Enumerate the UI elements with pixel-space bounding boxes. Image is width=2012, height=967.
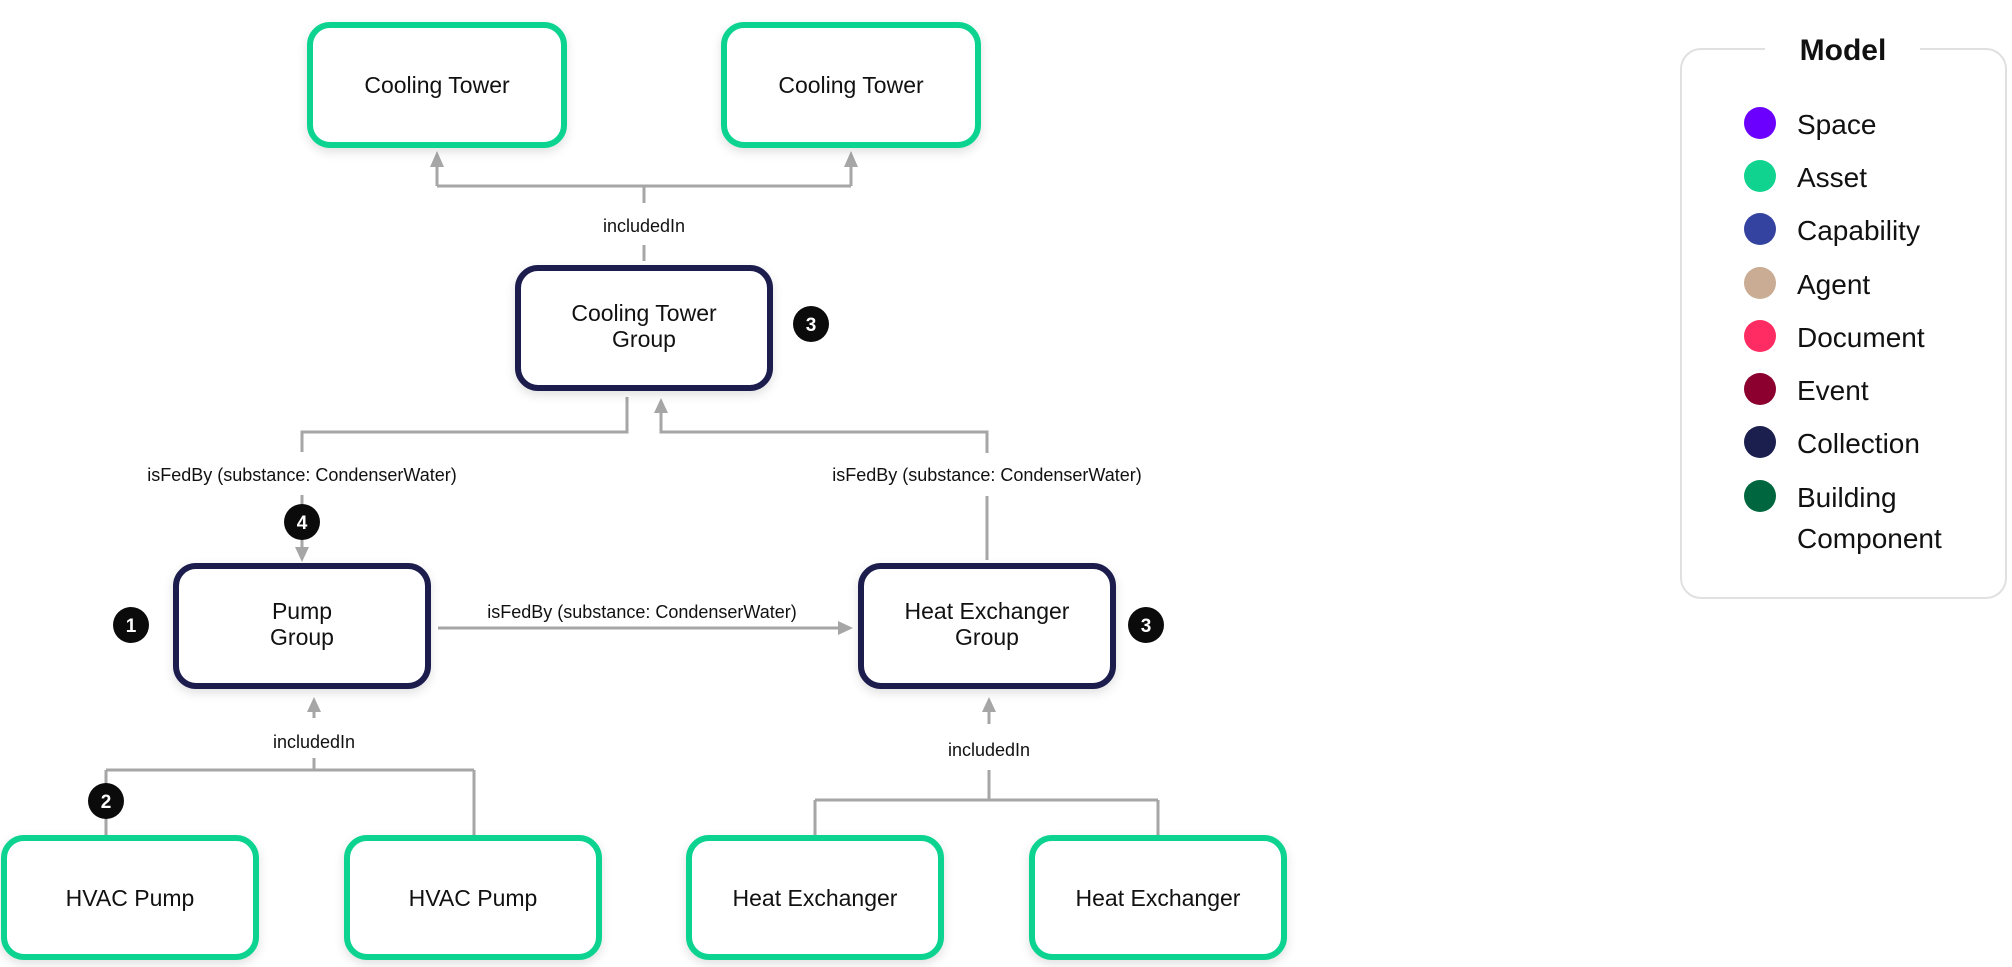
arrowhead-up-icon <box>430 151 444 167</box>
node-heat-exchanger-group[interactable]: Heat Exchanger Group <box>858 563 1116 689</box>
legend-title: Model <box>1800 34 1887 67</box>
arrowhead-up-icon <box>307 697 321 712</box>
legend-item-label: Space <box>1797 109 1876 140</box>
badge-cooling-tower-group: 3 <box>793 306 829 342</box>
legend-item-document: Document <box>1744 320 1925 353</box>
legend-item-capability: Capability <box>1744 213 1920 246</box>
node-hvac-pump-2[interactable]: HVAC Pump <box>344 835 602 960</box>
node-label-line2: Group <box>612 326 676 352</box>
capability-dot-icon <box>1744 213 1776 245</box>
building-component-dot-icon <box>1744 480 1776 512</box>
node-label-line1: Cooling Tower <box>571 300 717 326</box>
agent-dot-icon <box>1744 267 1776 299</box>
asset-box <box>721 22 981 148</box>
legend-item-label: Agent <box>1797 269 1870 300</box>
node-label-line1: Heat Exchanger <box>905 598 1070 624</box>
legend-item-agent: Agent <box>1744 267 1870 300</box>
arrowhead-up-icon <box>844 151 858 167</box>
node-label-line1: Pump <box>272 598 332 624</box>
edge-label-pumps-included-in: includedIn <box>273 732 355 752</box>
node-heat-exchanger-2[interactable]: Heat Exchanger <box>1029 835 1287 960</box>
node-label: Cooling Tower <box>364 72 510 98</box>
arrowhead-right-icon <box>838 621 853 635</box>
edge-labels: includedIn isFedBy (substance: Condenser… <box>147 216 1141 760</box>
legend-item-collection: Collection <box>1744 426 1920 459</box>
node-label-line2: Group <box>270 624 334 650</box>
collection-dot-icon <box>1744 426 1776 458</box>
legend-title-gap <box>1765 36 1920 62</box>
legend-item-label-line2: Component <box>1797 523 1942 554</box>
legend-item-asset: Asset <box>1744 160 1867 193</box>
badge-number: 2 <box>101 792 112 813</box>
legend-item-event: Event <box>1744 373 1869 406</box>
connectors <box>104 151 1160 835</box>
legend: Model Space Asset Capability Agent Docum… <box>1680 34 2007 599</box>
badge-heat-exchanger-group: 3 <box>1128 607 1164 643</box>
badge-isfedby-pump: 4 <box>284 504 320 540</box>
legend-item-label: Asset <box>1797 162 1867 193</box>
connector-pumps-included-in <box>104 704 476 835</box>
node-cooling-tower-1[interactable]: Cooling Tower <box>307 22 567 148</box>
node-label: Heat Exchanger <box>1076 885 1241 911</box>
legend-item-label: Capability <box>1797 215 1920 246</box>
connector-hx-included-in <box>813 712 1160 835</box>
asset-box <box>307 22 567 148</box>
space-dot-icon <box>1744 107 1776 139</box>
edge-label-pump-to-tower-group: isFedBy (substance: CondenserWater) <box>147 465 456 485</box>
edge-label-hx-to-tower-group: isFedBy (substance: CondenserWater) <box>832 465 1141 485</box>
node-label-line2: Group <box>955 624 1019 650</box>
node-label: HVAC Pump <box>66 885 195 911</box>
badge-pump-group: 1 <box>113 607 149 643</box>
edge-label-towers-included-in: includedIn <box>603 216 685 236</box>
legend-item-space: Space <box>1744 107 1876 140</box>
node-label: Cooling Tower <box>778 72 924 98</box>
badge-hvac-pump: 2 <box>88 783 124 819</box>
node-heat-exchanger-1[interactable]: Heat Exchanger <box>686 835 944 960</box>
asset-box <box>344 835 602 960</box>
node-cooling-tower-2[interactable]: Cooling Tower <box>721 22 981 148</box>
connector-hx-to-tower-group <box>659 412 989 560</box>
asset-box <box>1 835 259 960</box>
event-dot-icon <box>1744 373 1776 405</box>
badge-number: 1 <box>126 616 137 637</box>
arrowhead-down-icon <box>295 547 309 562</box>
node-pump-group[interactable]: Pump Group <box>173 563 431 689</box>
legend-item-label: Event <box>1797 375 1869 406</box>
badge-number: 4 <box>297 513 308 534</box>
node-label: Heat Exchanger <box>733 885 898 911</box>
edge-label-hx-included-in: includedIn <box>948 740 1030 760</box>
node-cooling-tower-group[interactable]: Cooling Tower Group <box>515 265 773 391</box>
node-hvac-pump-1[interactable]: HVAC Pump <box>1 835 259 960</box>
legend-item-label: Building <box>1797 482 1897 513</box>
asset-box <box>686 835 944 960</box>
legend-item-label: Collection <box>1797 428 1920 459</box>
asset-dot-icon <box>1744 160 1776 192</box>
legend-item-label: Document <box>1797 322 1925 353</box>
collection-box <box>515 265 773 391</box>
collection-box <box>173 563 431 689</box>
badge-number: 3 <box>1141 616 1152 637</box>
collection-box <box>858 563 1116 689</box>
badge-number: 3 <box>806 315 817 336</box>
asset-box <box>1029 835 1287 960</box>
legend-item-building-component: Building Component <box>1744 480 1942 554</box>
edge-label-pump-to-hx: isFedBy (substance: CondenserWater) <box>487 602 796 622</box>
document-dot-icon <box>1744 320 1776 352</box>
arrowhead-up-icon <box>654 398 668 413</box>
arrowhead-up-icon <box>982 697 996 712</box>
node-label: HVAC Pump <box>409 885 538 911</box>
connector-towers-included-in <box>435 163 853 261</box>
